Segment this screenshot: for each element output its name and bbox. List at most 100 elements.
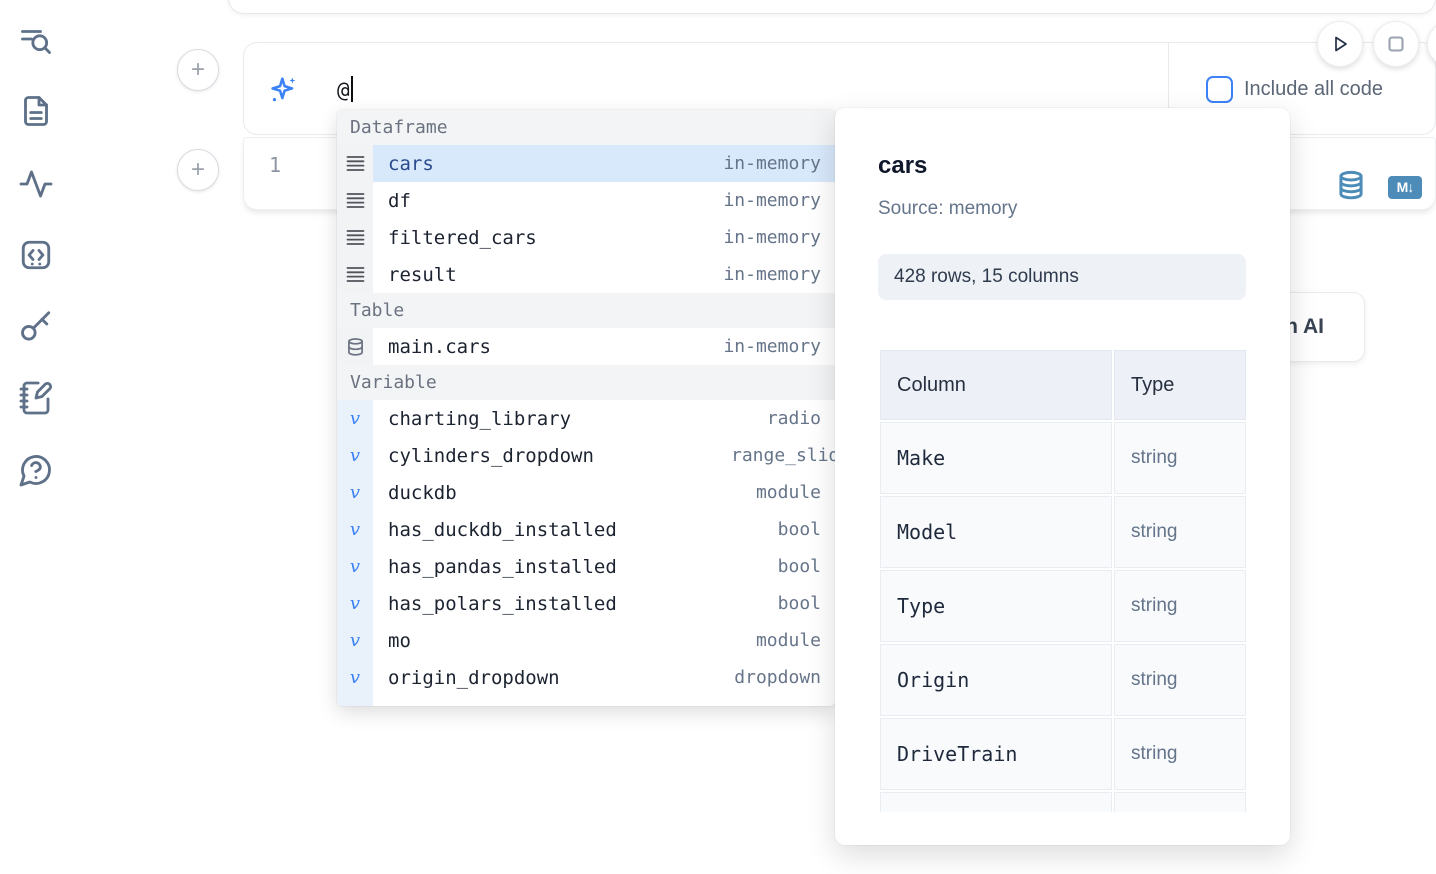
column-type-cell: string — [1114, 422, 1246, 494]
column-name-cell: Origin — [880, 644, 1112, 716]
run-cell-button[interactable] — [1317, 21, 1363, 67]
completion-name: has_polars_installed — [388, 592, 617, 615]
schema-row — [880, 792, 1246, 812]
completion-type: radio — [766, 408, 821, 429]
variable-icon: v — [349, 444, 361, 466]
completion-name: result — [388, 263, 457, 286]
shape-badge: 428 rows, 15 columns — [878, 254, 1246, 300]
variable-icon: v — [349, 629, 361, 651]
column-name-cell: DriveTrain — [880, 718, 1112, 790]
completion-type: dropdown — [734, 667, 821, 688]
completion-name: main.cars — [388, 335, 491, 358]
column-type-cell: string — [1114, 496, 1246, 568]
code-snippets-icon[interactable] — [18, 237, 54, 273]
variable-icon: v — [337, 622, 373, 659]
play-icon — [1335, 36, 1347, 52]
completion-type: module — [756, 704, 821, 706]
completion-type: bool — [777, 556, 821, 577]
completion-name: duckdb — [388, 481, 457, 504]
scratchpad-icon[interactable] — [18, 380, 54, 416]
completion-type: bool — [777, 593, 821, 614]
variable-icon: v — [337, 400, 373, 437]
menu-icon — [337, 182, 373, 219]
completion-type: in-memory — [723, 190, 821, 211]
variable-icon: v — [349, 592, 361, 614]
completion-name: has_pandas_installed — [388, 555, 617, 578]
include-all-code-label: Include all code — [1244, 78, 1383, 100]
variable-icon: v — [349, 481, 361, 503]
completion-name: origin_dropdown — [388, 666, 560, 689]
stop-button[interactable] — [1373, 21, 1419, 67]
divider — [1168, 43, 1169, 134]
variable-icon: v — [337, 585, 373, 622]
completion-item[interactable]: v pandas module — [337, 696, 835, 706]
completion-item[interactable]: v origin_dropdown dropdown — [337, 659, 835, 696]
completion-name: filtered_cars — [388, 226, 537, 249]
preview-title: cars — [878, 152, 928, 179]
ai-prompt-input[interactable]: @ — [337, 76, 353, 102]
help-chat-icon[interactable] — [18, 452, 54, 488]
completion-name: cars — [388, 152, 434, 175]
column-name-cell: Model — [880, 496, 1112, 568]
completion-name: mo — [388, 629, 411, 652]
completion-name: cylinders_dropdown — [388, 444, 594, 467]
key-icon[interactable] — [18, 308, 54, 344]
completion-item[interactable]: v has_pandas_installed bool — [337, 548, 835, 585]
sparkles-icon — [267, 74, 299, 106]
completion-section-header: Table — [337, 293, 835, 328]
column-type-cell: string — [1114, 718, 1246, 790]
add-cell-button[interactable]: + — [177, 49, 219, 91]
variable-icon: v — [337, 437, 373, 474]
variable-icon: v — [337, 511, 373, 548]
add-cell-button[interactable]: + — [177, 149, 219, 191]
completion-item[interactable]: v mo module — [337, 622, 835, 659]
variable-icon: v — [337, 548, 373, 585]
completion-item[interactable]: cars in-memory — [337, 145, 835, 182]
convert-to-markdown-icon[interactable]: M↓ — [1388, 176, 1422, 199]
include-all-code-checkbox[interactable] — [1206, 76, 1233, 103]
completion-type: bool — [777, 519, 821, 540]
document-icon[interactable] — [18, 93, 54, 129]
table-of-contents-search-icon[interactable] — [18, 24, 54, 60]
completion-section-header: Dataframe — [337, 110, 835, 145]
menu-icon — [337, 145, 373, 182]
completion-name: df — [388, 189, 411, 212]
previous-cell-edge — [228, 0, 1436, 14]
column-type-cell: string — [1114, 570, 1246, 642]
completion-item[interactable]: df in-memory — [337, 182, 835, 219]
stop-icon — [1388, 36, 1404, 52]
column-type-cell: string — [1114, 644, 1246, 716]
completion-item[interactable]: v has_polars_installed bool — [337, 585, 835, 622]
type-header: Type — [1114, 350, 1246, 420]
completion-name: pandas — [388, 704, 457, 707]
column-name-cell — [880, 792, 1112, 812]
text-caret — [350, 76, 353, 102]
variable-icon: v — [350, 705, 360, 706]
activity-icon[interactable] — [18, 166, 54, 202]
variable-icon: v — [349, 666, 361, 688]
completion-item[interactable]: filtered_cars in-memory — [337, 219, 835, 256]
variable-icon: v — [349, 518, 361, 540]
variable-icon: v — [349, 407, 361, 429]
completion-type: in-memory — [723, 227, 821, 248]
convert-to-sql-database-icon[interactable] — [1336, 170, 1366, 207]
completion-type: module — [755, 630, 821, 651]
completion-type: in-memory — [723, 153, 821, 174]
preview-source: Source: memory — [878, 198, 1018, 219]
line-number: 1 — [269, 153, 282, 177]
